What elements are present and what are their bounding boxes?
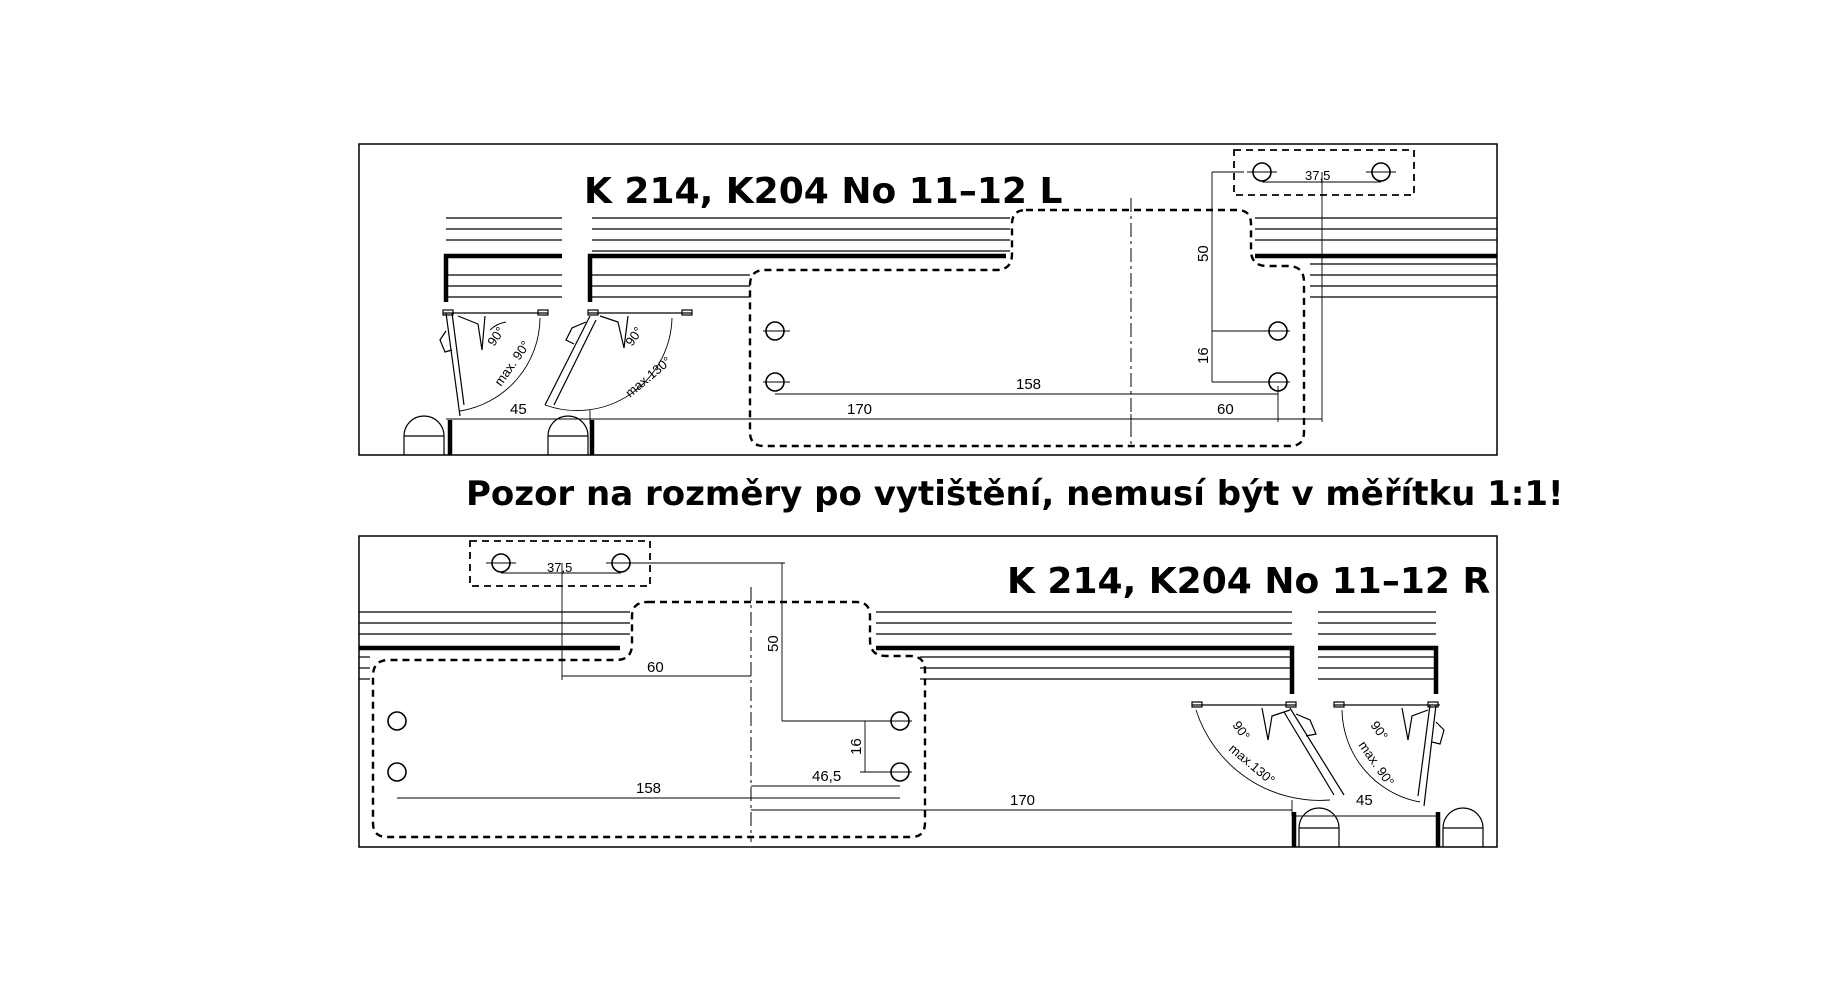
right-dimension-lines <box>397 562 1436 817</box>
left-floor-stops <box>403 415 595 455</box>
left-frame-profile-lines <box>446 217 1497 298</box>
right-arm-plate-outline <box>469 540 651 587</box>
right-panel-title: K 214, K204 No 11–12 R <box>1007 561 1490 602</box>
left-arm-sketch-130: 90° max.130° <box>544 309 693 412</box>
right-angle-max130: max.130° <box>1226 741 1278 788</box>
left-dim-50: 50 <box>1195 245 1212 262</box>
left-thick-frame-lines <box>443 253 1497 302</box>
right-arm-sketch-90: 90° max. 90° <box>1333 701 1445 807</box>
left-angle-90-a: 90° <box>484 324 508 349</box>
right-dim-170: 170 <box>1010 792 1035 809</box>
left-template-outline <box>748 208 1306 448</box>
right-template-panel: K 214, K204 No 11–12 R <box>358 535 1498 848</box>
right-panel-frame <box>358 535 1498 848</box>
left-dim-45: 45 <box>510 401 527 418</box>
right-hole-1 <box>387 711 407 731</box>
right-dim-60: 60 <box>647 659 664 676</box>
left-dim-16: 16 <box>1195 347 1212 364</box>
right-dim-158: 158 <box>636 780 661 797</box>
right-frame-profile-lines <box>359 611 1436 680</box>
right-angle-90-b: 90° <box>1368 718 1392 743</box>
right-hole-2 <box>387 762 407 782</box>
right-dim-45: 45 <box>1356 792 1373 809</box>
right-angle-90-a: 90° <box>1230 718 1254 743</box>
left-panel-frame <box>358 143 1498 456</box>
left-dim-158: 158 <box>1016 376 1041 393</box>
right-dim-46-5: 46,5 <box>812 768 841 785</box>
right-dim-50: 50 <box>765 635 782 652</box>
right-arm-sketch-130: 90° max.130° <box>1191 701 1345 801</box>
left-dim-37-5: 37,5 <box>1305 168 1330 183</box>
right-angle-max90: max. 90° <box>1356 738 1398 789</box>
right-floor-stops <box>1291 807 1484 847</box>
left-dimension-lines <box>446 171 1323 424</box>
left-panel-title: K 214, K204 No 11–12 L <box>584 171 1062 212</box>
right-dim-37-5: 37,5 <box>547 560 572 575</box>
left-template-panel: K 214, K204 No 11–12 L <box>358 143 1498 456</box>
left-angle-max130: max.130° <box>622 353 674 400</box>
right-thick-frame-lines <box>359 645 1439 694</box>
right-template-outline <box>371 600 927 839</box>
right-dim-16: 16 <box>848 738 865 755</box>
left-dim-170: 170 <box>847 401 872 418</box>
left-arm-plate-outline <box>1233 149 1415 196</box>
left-arm-sketch-90: 90° max. 90° <box>439 309 549 417</box>
left-dim-60: 60 <box>1217 401 1234 418</box>
left-angle-90-b: 90° <box>622 324 646 349</box>
scale-warning: Pozor na rozměry po vytištění, nemusí bý… <box>466 474 1564 514</box>
